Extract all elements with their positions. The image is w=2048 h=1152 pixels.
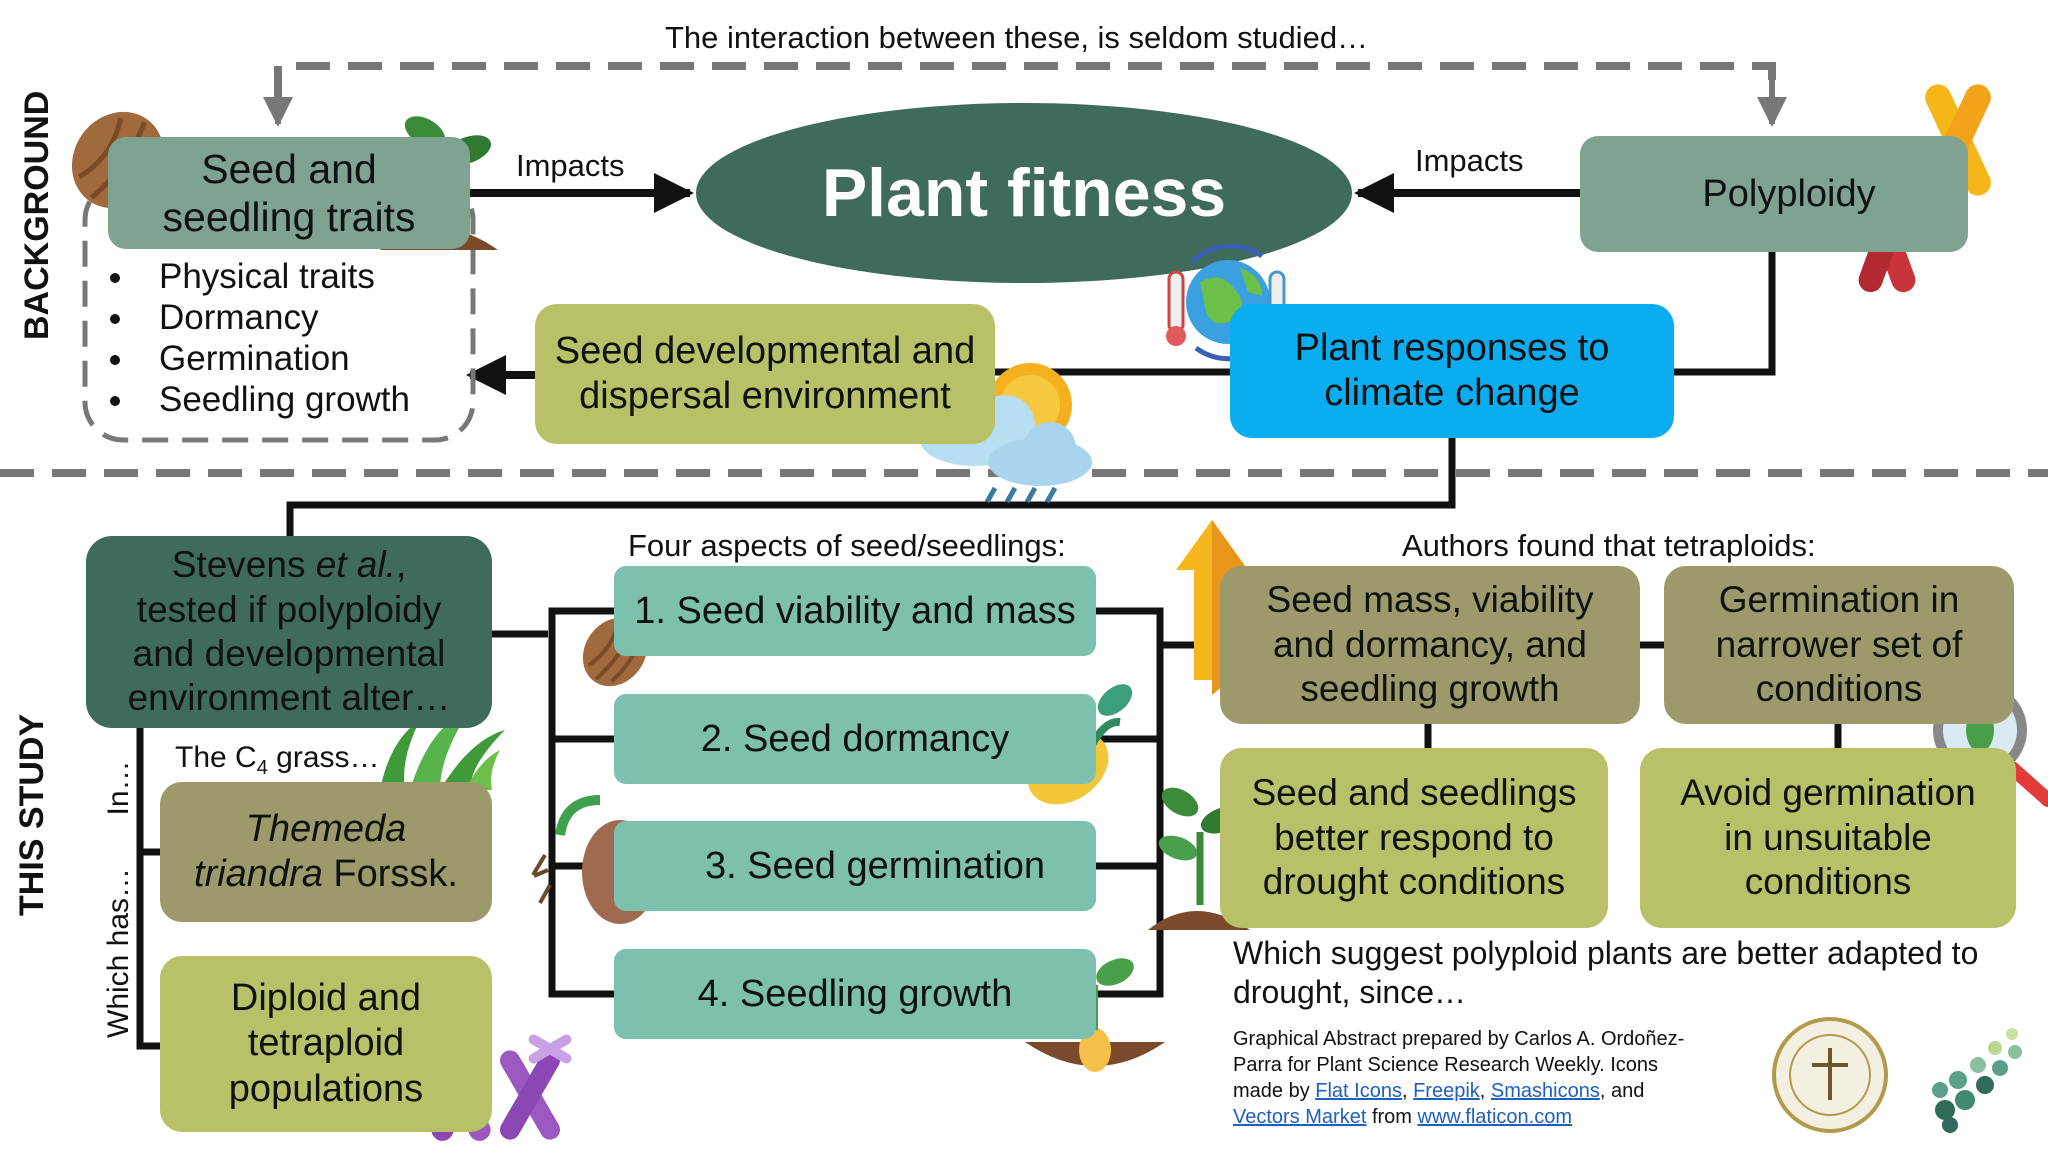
- trait-item: Dormancy: [137, 297, 410, 338]
- trait-item: Germination: [137, 338, 410, 379]
- dev-env-line2: dispersal environment: [579, 375, 951, 417]
- conclusion-line2: drought, since…: [1233, 974, 1467, 1010]
- conclusion-text: Which suggest polyploid plants are bette…: [1233, 934, 1978, 1012]
- study-main-line3: and developmental: [132, 633, 446, 674]
- grass-label: The C4 grass…: [175, 741, 380, 779]
- aspects-right-bracket: [1096, 607, 1164, 998]
- seed-traits-line1: Seed and: [201, 145, 377, 192]
- traits-dashed-box: [82, 179, 476, 443]
- credits-line1: Graphical Abstract prepared by Carlos A.…: [1233, 1028, 1685, 1050]
- conclusion-line1: Which suggest polyploid plants are bette…: [1233, 935, 1979, 971]
- aspb-logo-icon: [1772, 1017, 1888, 1133]
- dots-logo-icon: [1932, 1028, 2022, 1133]
- grass-icon: [380, 710, 505, 790]
- seed-traits-line2: seedling traits: [162, 194, 416, 240]
- traits-list: Physical traits Dormancy Germination See…: [85, 256, 410, 420]
- aspects-header: Four aspects of seed/seedlings:: [628, 528, 1066, 563]
- polyploidy-climate-connector: [1674, 250, 1776, 376]
- finding-4-box: Avoid germination in unsuitable conditio…: [1640, 748, 2016, 928]
- finding-4-line2: in unsuitable: [1724, 816, 1932, 858]
- aspect-2-box: 2. Seed dormancy: [614, 694, 1096, 784]
- polyploidy-text: Polyploidy: [1702, 172, 1876, 215]
- finding-3-line1: Seed and seedlings: [1251, 772, 1577, 814]
- finding-4-line3: conditions: [1744, 861, 1912, 903]
- climate-study-connector: [286, 438, 1456, 540]
- this-study-section-label: THIS STUDY: [13, 713, 51, 916]
- plant-fitness-text: Plant fitness: [821, 154, 1227, 231]
- finding-4-line1: Avoid germination: [1680, 772, 1976, 814]
- study-main-line1: Stevens et al.,: [171, 544, 407, 586]
- flat-icons-link[interactable]: Flat Icons: [1315, 1080, 1402, 1102]
- aspect-1-box: 1. Seed viability and mass: [614, 566, 1096, 656]
- seed-traits-box: Seed and seedling traits: [108, 137, 470, 249]
- vectors-market-link[interactable]: Vectors Market: [1233, 1106, 1367, 1128]
- finding-1-line3: seedling growth: [1300, 668, 1560, 710]
- finding-3-line2: better respond to: [1274, 816, 1554, 858]
- study-main-line4: environment alter…: [127, 677, 451, 719]
- credits: Graphical Abstract prepared by Carlos A.…: [1233, 1026, 1728, 1130]
- aspect-3-box: 3. Seed germination: [614, 821, 1096, 911]
- climate-line1: Plant responses to: [1294, 327, 1610, 370]
- aspect-4-box: 4. Seedling growth: [614, 949, 1096, 1039]
- study-species-connector: [136, 722, 160, 1050]
- freepik-link[interactable]: Freepik: [1413, 1080, 1480, 1102]
- interaction-connector: [263, 62, 1787, 127]
- plant-fitness-title: Plant fitness: [700, 140, 1348, 246]
- aspect-2-text: 2. Seed dormancy: [700, 717, 1010, 760]
- aspect-3-text: 3. Seed germination: [704, 844, 1046, 887]
- credits-line2: Parra for Plant Science Research Weekly.…: [1233, 1054, 1658, 1076]
- aspects-left-bracket: [548, 607, 615, 998]
- finding-1-line2: and dormancy, and: [1272, 623, 1587, 665]
- impacts-left-label: Impacts: [516, 148, 625, 183]
- species-line1: Themeda: [245, 808, 407, 851]
- plant-fitness-ellipse: [696, 103, 1352, 283]
- finding-2-box: Germination in narrower set of condition…: [1664, 566, 2014, 724]
- finding-1-line1: Seed mass, viability: [1266, 579, 1594, 621]
- background-section-label: BACKGROUND: [18, 90, 56, 340]
- finding-2-line1: Germination in: [1718, 579, 1960, 621]
- finding-3-box: Seed and seedlings better respond to dro…: [1220, 748, 1608, 928]
- impacts-right-label: Impacts: [1415, 143, 1524, 178]
- credits-line3: made by Flat Icons, Freepik, Smashicons,…: [1233, 1080, 1645, 1102]
- populations-line1: Diploid and: [230, 976, 422, 1019]
- populations-line2: tetraploid: [247, 1022, 405, 1065]
- aspect-4-text: 4. Seedling growth: [697, 972, 1013, 1015]
- smashicons-link[interactable]: Smashicons: [1490, 1080, 1600, 1102]
- in-label: In…: [102, 760, 135, 816]
- climate-line2: climate change: [1324, 372, 1580, 414]
- aspect-1-text: 1. Seed viability and mass: [634, 589, 1076, 632]
- trait-item: Seedling growth: [137, 379, 410, 420]
- flaticon-link[interactable]: www.flaticon.com: [1417, 1106, 1573, 1128]
- populations-box: Diploid and tetraploid populations: [160, 956, 492, 1132]
- which-has-label: Which has…: [102, 867, 135, 1038]
- species-line2: triandra Forssk.: [194, 853, 458, 895]
- populations-line3: populations: [228, 1067, 424, 1110]
- study-main-line2: tested if polyploidy: [136, 588, 442, 630]
- dev-env-line1: Seed developmental and: [554, 330, 976, 373]
- finding-2-line3: conditions: [1755, 668, 1923, 710]
- finding-3-line3: drought conditions: [1262, 861, 1566, 903]
- climate-box: Plant responses to climate change: [1230, 304, 1674, 438]
- finding-2-line2: narrower set of: [1715, 623, 1963, 665]
- finding-1-box: Seed mass, viability and dormancy, and s…: [1220, 566, 1640, 724]
- findings-header: Authors found that tetraploids:: [1402, 528, 1816, 563]
- dev-env-box: Seed developmental and dispersal environ…: [535, 304, 995, 444]
- interaction-note: The interaction between these, is seldom…: [665, 20, 1369, 55]
- trait-item: Physical traits: [137, 256, 410, 297]
- study-main-box: Stevens et al., tested if polyploidy and…: [86, 536, 492, 728]
- polyploidy-box: Polyploidy: [1580, 136, 1968, 252]
- species-box: Themeda triandra Forssk.: [160, 782, 492, 922]
- credits-line4: Vectors Market from www.flaticon.com: [1233, 1106, 1573, 1128]
